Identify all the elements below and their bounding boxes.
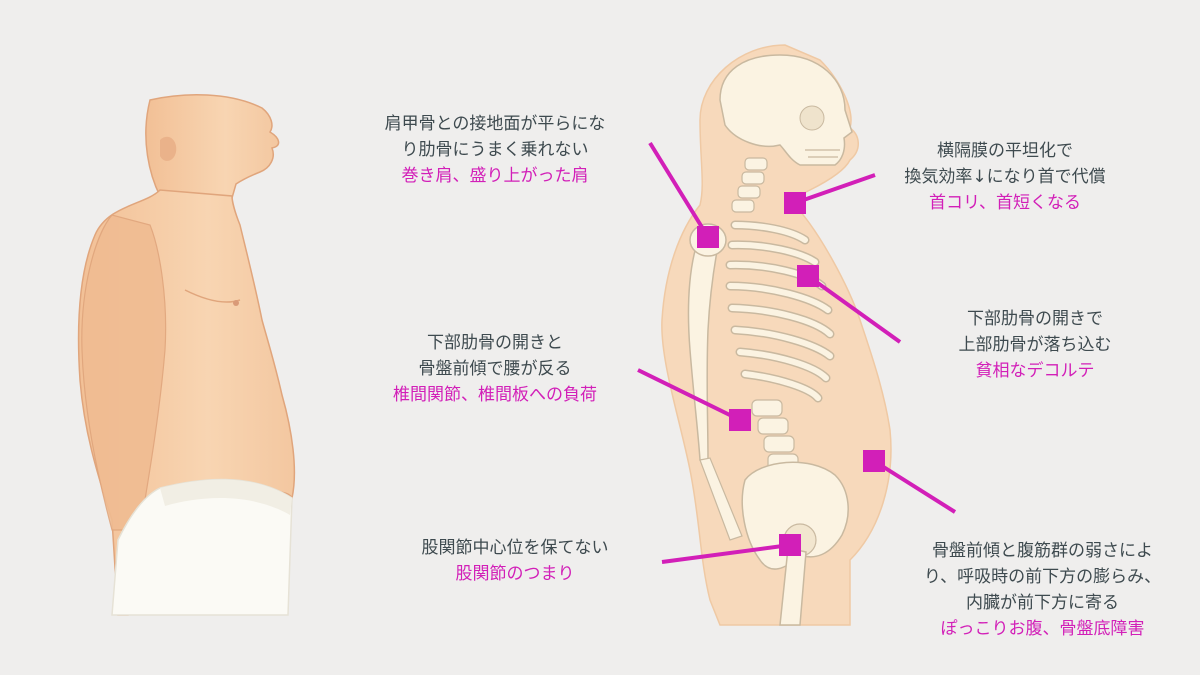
annotation-hip-effect: 股関節のつまり <box>455 564 575 584</box>
annotation-shoulder-line-2: り肋骨にうまく乗れない <box>401 140 589 160</box>
human-side-view-illustration <box>77 94 296 616</box>
annotation-marker-lumbar <box>637 368 751 431</box>
annotation-neck-effect: 首コリ、首短くなる <box>929 193 1081 213</box>
annotation-belly-line-2: り、呼吸時の前下方の膨らみ、 <box>923 567 1162 587</box>
annotation-belly: 骨盤前傾と腹筋群の弱さによ り、呼吸時の前下方の膨らみ、 内臓が前下方に寄る ぽ… <box>895 538 1190 642</box>
annotation-belly-line-1: 骨盤前傾と腹筋群の弱さによ <box>932 541 1153 561</box>
annotation-marker-belly <box>863 450 957 514</box>
annotation-lumbar: 下部肋骨の開きと 骨盤前傾で腰が反る 椎間関節、椎間板への負荷 <box>350 330 640 408</box>
annotation-lumbar-line-1: 下部肋骨の開きと <box>427 333 563 353</box>
annotation-marker-hip <box>661 534 801 564</box>
annotation-shoulder: 肩甲骨との接地面が平らにな り肋骨にうまく乗れない 巻き肩、盛り上がった肩 <box>340 111 650 189</box>
annotation-shoulder-line-1: 肩甲骨との接地面が平らにな <box>384 114 606 134</box>
annotation-upper-ribs-line-2: 上部肋骨が落ち込む <box>958 335 1112 355</box>
annotation-upper-ribs-effect: 貧相なデコルテ <box>975 361 1095 381</box>
annotation-belly-line-3: 内臓が前下方に寄る <box>966 593 1119 613</box>
annotation-shoulder-effect: 巻き肩、盛り上がった肩 <box>401 166 589 186</box>
annotation-marker-shoulder <box>648 141 719 248</box>
annotation-lumbar-effect: 椎間関節、椎間板への負荷 <box>393 385 597 405</box>
annotation-hip-line-1: 股関節中心位を保てない <box>421 538 609 558</box>
annotation-marker-upper-ribs <box>797 265 902 344</box>
annotation-marker-neck <box>784 173 876 214</box>
annotation-upper-ribs-line-1: 下部肋骨の開きで <box>967 309 1103 329</box>
annotation-neck-line-2: 換気効率↓になり首で代償 <box>904 167 1106 187</box>
annotation-belly-effect: ぽっこりお腹、骨盤底障害 <box>940 619 1145 639</box>
annotation-hip: 股関節中心位を保てない 股関節のつまり <box>370 535 660 587</box>
annotation-upper-ribs: 下部肋骨の開きで 上部肋骨が落ち込む 貧相なデコルテ <box>905 306 1165 384</box>
annotation-neck: 横隔膜の平坦化で 換気効率↓になり首で代償 首コリ、首短くなる <box>870 138 1140 216</box>
skeleton-side-view-illustration <box>661 44 892 626</box>
annotation-lumbar-line-2: 骨盤前傾で腰が反る <box>418 359 572 379</box>
annotation-neck-line-1: 横隔膜の平坦化で <box>937 141 1073 161</box>
